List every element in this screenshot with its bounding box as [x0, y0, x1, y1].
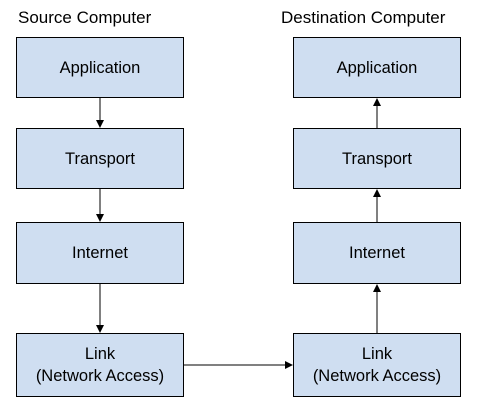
source-internet-label: Internet	[72, 244, 128, 262]
source-computer-title: Source Computer	[18, 8, 152, 27]
source-application-label: Application	[59, 58, 141, 77]
source-link-label: Link	[84, 345, 116, 363]
destination-application-label: Application	[336, 58, 418, 77]
destination-link-layer: Link (Network Access)	[293, 333, 461, 397]
source-internet-layer: Internet	[16, 222, 184, 284]
destination-internet-label: Internet	[349, 244, 405, 262]
source-network-access-label: (Network Access)	[35, 367, 165, 385]
destination-application-layer: Application	[293, 37, 461, 98]
source-application-layer: Application	[16, 37, 184, 98]
destination-internet-layer: Internet	[293, 222, 461, 284]
destination-link-label: Link	[361, 345, 393, 363]
source-transport-layer: Transport	[16, 128, 184, 189]
source-link-layer: Link (Network Access)	[16, 333, 184, 397]
source-transport-label: Transport	[65, 149, 135, 168]
destination-computer-title: Destination Computer	[281, 8, 446, 27]
destination-network-access-label: (Network Access)	[312, 367, 442, 385]
destination-transport-label: Transport	[342, 149, 412, 168]
destination-transport-layer: Transport	[293, 128, 461, 189]
